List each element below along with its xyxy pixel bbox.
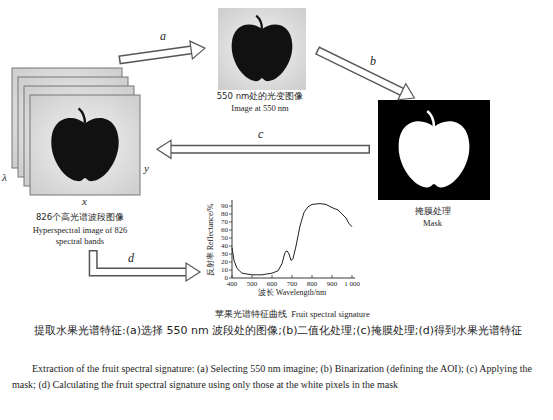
tick-label: 600	[267, 281, 278, 288]
axis-symbol: x	[82, 196, 87, 207]
tick-label: 70	[221, 219, 228, 226]
node-caption: Fruit spectral signature	[291, 309, 369, 319]
axis-symbol: y	[144, 163, 149, 174]
arrow-label: c	[258, 128, 263, 140]
arrow-label: d	[128, 252, 134, 264]
hollow-arrow	[93, 250, 200, 281]
arrow-head	[157, 140, 171, 158]
title-line: 苹果光谱特征曲线 Fruit spectral signature	[200, 302, 385, 321]
tick-label: 1 000	[344, 281, 360, 288]
tick-label: 90	[221, 203, 228, 210]
tick-label: 50	[221, 235, 228, 242]
hollow-arrow	[119, 41, 205, 60]
arrow-label: a	[160, 30, 166, 42]
arrow-head	[190, 41, 205, 59]
node-caption: 苹果光谱特征曲线	[215, 309, 287, 319]
arrow-shaft-outline	[93, 250, 187, 272]
node-caption: Image at 550 nm	[205, 103, 315, 114]
tick-label: 80	[221, 211, 228, 218]
spectrum-chart	[229, 200, 355, 278]
arrow-shaft-fill	[318, 51, 403, 92]
hollow-arrow	[157, 140, 370, 158]
band-image	[218, 8, 306, 90]
tick-label: 20	[221, 259, 228, 266]
band-stack	[12, 68, 140, 195]
image-node: 826个高光谱波段图像 Hyperspectral image of 826 sp…	[5, 60, 157, 250]
arrow-head	[398, 84, 415, 100]
arrow-label: b	[370, 55, 376, 67]
arrow-shaft-outline	[170, 145, 370, 154]
arrow-shaft-outline	[317, 50, 403, 92]
image-node: 550 nm处的光变图像Image at 550 nm	[205, 3, 317, 116]
tick-label: 700	[287, 281, 298, 288]
arrow-shaft-fill	[93, 252, 187, 273]
node-caption: 550 nm处的光变图像	[205, 91, 315, 102]
arrow-head	[186, 263, 200, 281]
figure-caption: 提取水果光谱特征:(a)选择 550 nm 波段处的图像;(b)二值化处理;(c…	[12, 322, 540, 340]
caption-text: Extraction of the fruit spectral signatu…	[12, 361, 540, 393]
mask-image	[378, 100, 490, 200]
node-caption: Mask	[370, 218, 495, 229]
tick-label: 400	[227, 281, 238, 288]
axis-title: 波长 Wavelength/nm	[258, 289, 326, 297]
node-caption: 826个高光谱波段图像	[5, 212, 155, 223]
axis-title: 反射率 Reflectance/%	[207, 204, 215, 277]
tick-label: 60	[221, 227, 228, 234]
hollow-arrow	[317, 50, 414, 100]
arrow-shaft-outline	[119, 50, 192, 60]
image-node: 掩膜处理Mask	[370, 98, 497, 233]
axis-symbol: λ	[2, 172, 7, 183]
node-caption: 掩膜处理	[370, 206, 495, 217]
tick-label: 800	[307, 281, 318, 288]
tick-label: 40	[221, 243, 228, 250]
tick-label: 900	[327, 281, 338, 288]
tick-label: 500	[247, 281, 258, 288]
tick-label: 10	[221, 267, 228, 274]
arrow-shaft-fill	[121, 50, 193, 60]
tick-label: 30	[221, 251, 228, 258]
node-caption: Hyperspectral image of 826 spectral band…	[30, 225, 130, 246]
arrow-shaft-fill	[170, 146, 369, 152]
